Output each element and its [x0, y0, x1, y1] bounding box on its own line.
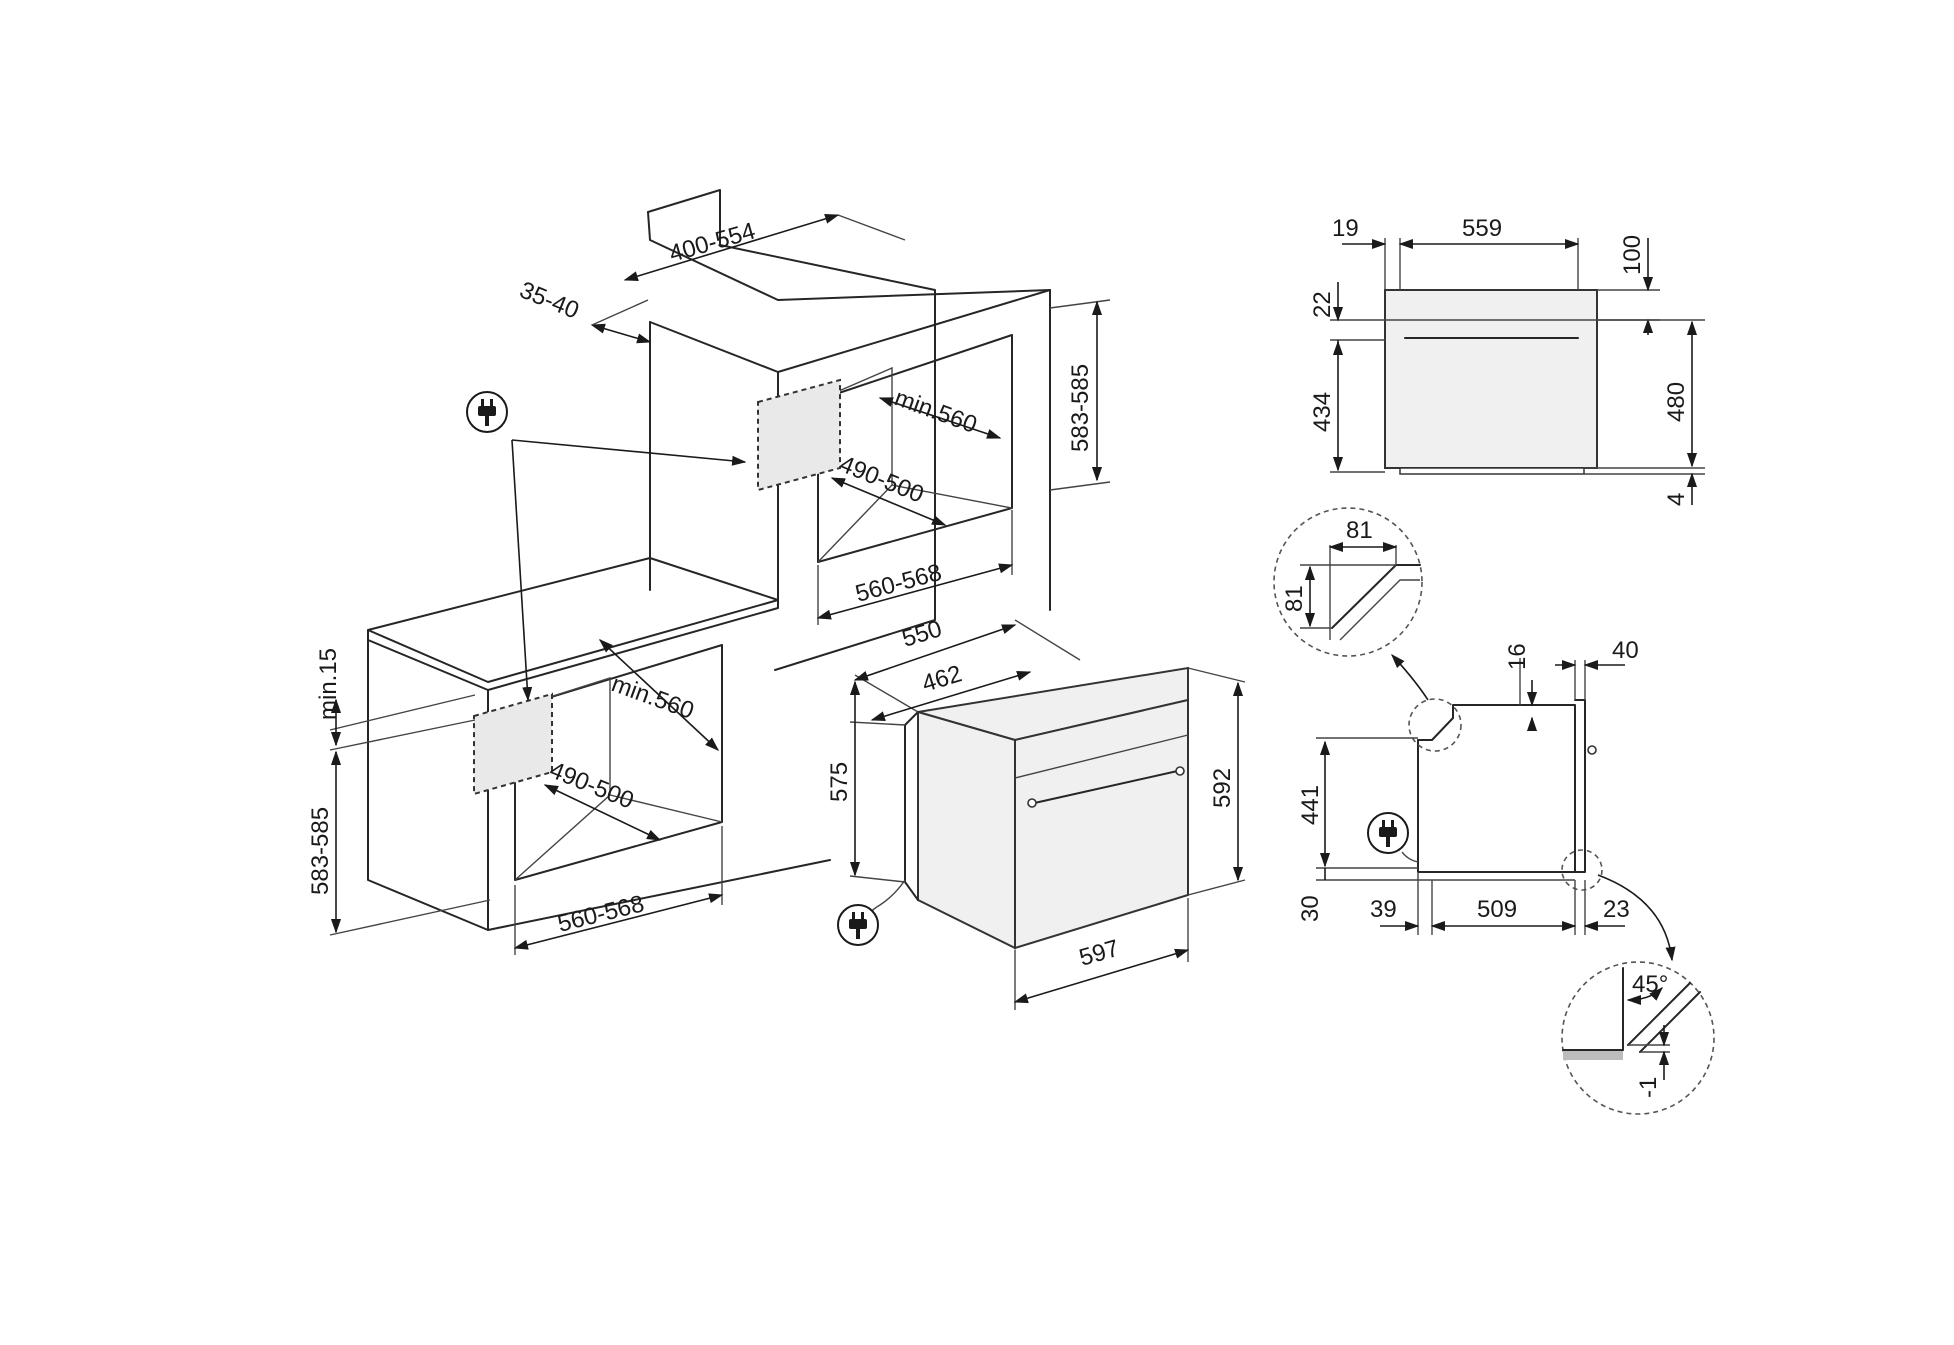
dim-480: 480	[1663, 382, 1690, 422]
front-view-dimensions: 19 559 100 22 434 480 4	[1309, 215, 1705, 506]
upper-cabinet	[647, 189, 1051, 671]
lower-cabinet	[367, 557, 831, 931]
plug-icon	[1367, 812, 1409, 854]
dim-22: 22	[1309, 291, 1336, 318]
detail-top-corner: 81 81	[1273, 507, 1423, 657]
side-view-dimensions: 16 40 441 30 39 509 23	[1297, 637, 1639, 935]
dim-minus1: -1	[1635, 1077, 1662, 1098]
plug-icon	[466, 391, 508, 433]
dim-45-degrees: 45°	[1632, 971, 1668, 998]
dim-490-500-upper: 490-500	[836, 451, 928, 509]
dim-40: 40	[1612, 637, 1639, 664]
dim-560-568-upper: 560-568	[853, 559, 945, 608]
dim-560-568-lower: 560-568	[555, 890, 647, 938]
dim-30: 30	[1297, 895, 1324, 922]
dim-490-500-lower: 490-500	[546, 757, 638, 815]
plug-leader-lines	[511, 439, 747, 702]
dim-434: 434	[1309, 392, 1336, 432]
dim-462: 462	[919, 660, 965, 698]
dim-min560-lower: min.560	[608, 670, 697, 725]
dim-81-height: 81	[1281, 585, 1308, 612]
dim-583-585-upper: 583-585	[1067, 364, 1094, 452]
dim-559: 559	[1462, 215, 1502, 242]
dim-583-585-lower: 583-585	[307, 807, 334, 895]
oven-dimensions: 550 462 575 592 597	[826, 615, 1246, 1010]
dim-23: 23	[1603, 896, 1630, 923]
dim-597: 597	[1076, 935, 1122, 972]
dim-509: 509	[1477, 896, 1517, 923]
oven-front-view	[1384, 289, 1598, 475]
dim-441: 441	[1297, 785, 1324, 825]
dim-81-width: 81	[1346, 517, 1373, 544]
dim-550: 550	[899, 615, 945, 653]
dim-16: 16	[1504, 643, 1531, 670]
dim-100: 100	[1619, 235, 1646, 275]
dim-35-40: 35-40	[516, 277, 583, 325]
dim-575: 575	[826, 762, 853, 802]
dim-min15: min.15	[315, 648, 342, 720]
detail-bottom-corner: 45° -1	[1561, 961, 1715, 1115]
dim-39: 39	[1370, 896, 1397, 923]
dim-400-554: 400-554	[666, 218, 758, 268]
dim-19: 19	[1332, 215, 1359, 242]
dim-4: 4	[1663, 493, 1690, 506]
oven-side-view	[1391, 653, 1676, 962]
plug-icon	[837, 904, 879, 946]
oven-3d	[864, 666, 1189, 950]
dim-592: 592	[1209, 768, 1236, 808]
